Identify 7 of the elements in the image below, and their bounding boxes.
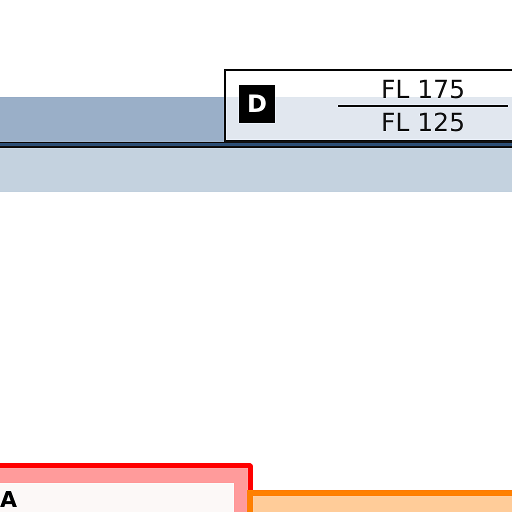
area-letter: A bbox=[0, 488, 18, 512]
airspace-area bbox=[247, 490, 512, 512]
class-letter: D bbox=[239, 85, 275, 123]
lower-limit: FL 125 bbox=[380, 107, 466, 139]
upper-limit: FL 175 bbox=[380, 74, 466, 106]
airspace-label bbox=[224, 69, 512, 142]
airspace-area bbox=[0, 463, 253, 512]
